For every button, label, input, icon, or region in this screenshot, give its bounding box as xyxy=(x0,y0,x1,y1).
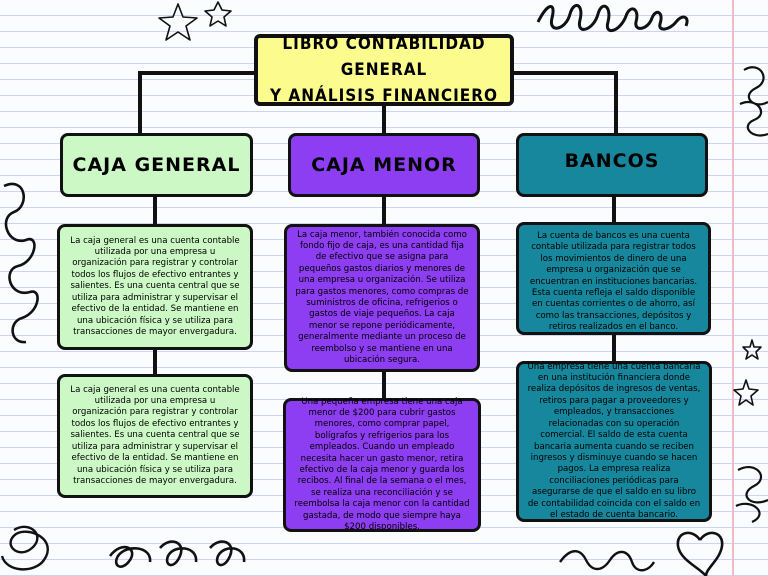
header-caja-general: CAJA GENERAL xyxy=(60,133,253,197)
star-doodle-top-left xyxy=(158,3,198,41)
bancos-definition-card: La cuenta de bancos es una cuenta contab… xyxy=(516,222,711,335)
heart-doodle-bottom-right xyxy=(676,531,724,576)
scribble-doodle-top-right xyxy=(739,66,768,137)
main-title-box: LIBRO CONTABILIDAD GENERAL Y ANÁLISIS FI… xyxy=(254,34,514,106)
scribble-doodle-right-bottom xyxy=(735,466,768,524)
star-doodle-top xyxy=(204,1,232,27)
star-doodle-bottom-right xyxy=(733,379,759,406)
caja-general-example-card: La caja general es una cuenta contable u… xyxy=(57,374,253,498)
notebook-margin-line xyxy=(732,0,734,576)
bancos-example-card: Una empresa tiene una cuenta bancaria en… xyxy=(516,361,712,522)
main-title-line-1: LIBRO CONTABILIDAD GENERAL xyxy=(282,34,486,80)
spiral-doodle-bottom-left xyxy=(0,525,49,571)
main-title-line-2: Y ANÁLISIS FINANCIERO xyxy=(269,86,499,106)
star-doodle-right-mid xyxy=(742,339,762,360)
loop-doodle-top-right xyxy=(536,4,689,32)
swirl-doodle-bottom xyxy=(108,540,246,568)
caja-menor-example-card: Una pequeña empresa tiene una caja menor… xyxy=(283,397,481,532)
header-bancos: BANCOS xyxy=(516,133,708,197)
swirl-doodle-left xyxy=(3,182,39,344)
caja-general-definition-card: La caja general es una cuenta contable u… xyxy=(57,224,253,350)
caja-menor-definition-card: La caja menor, también conocida como fon… xyxy=(284,224,480,372)
wave-doodle-bottom-right xyxy=(559,550,656,572)
header-caja-menor: CAJA MENOR xyxy=(288,133,480,197)
